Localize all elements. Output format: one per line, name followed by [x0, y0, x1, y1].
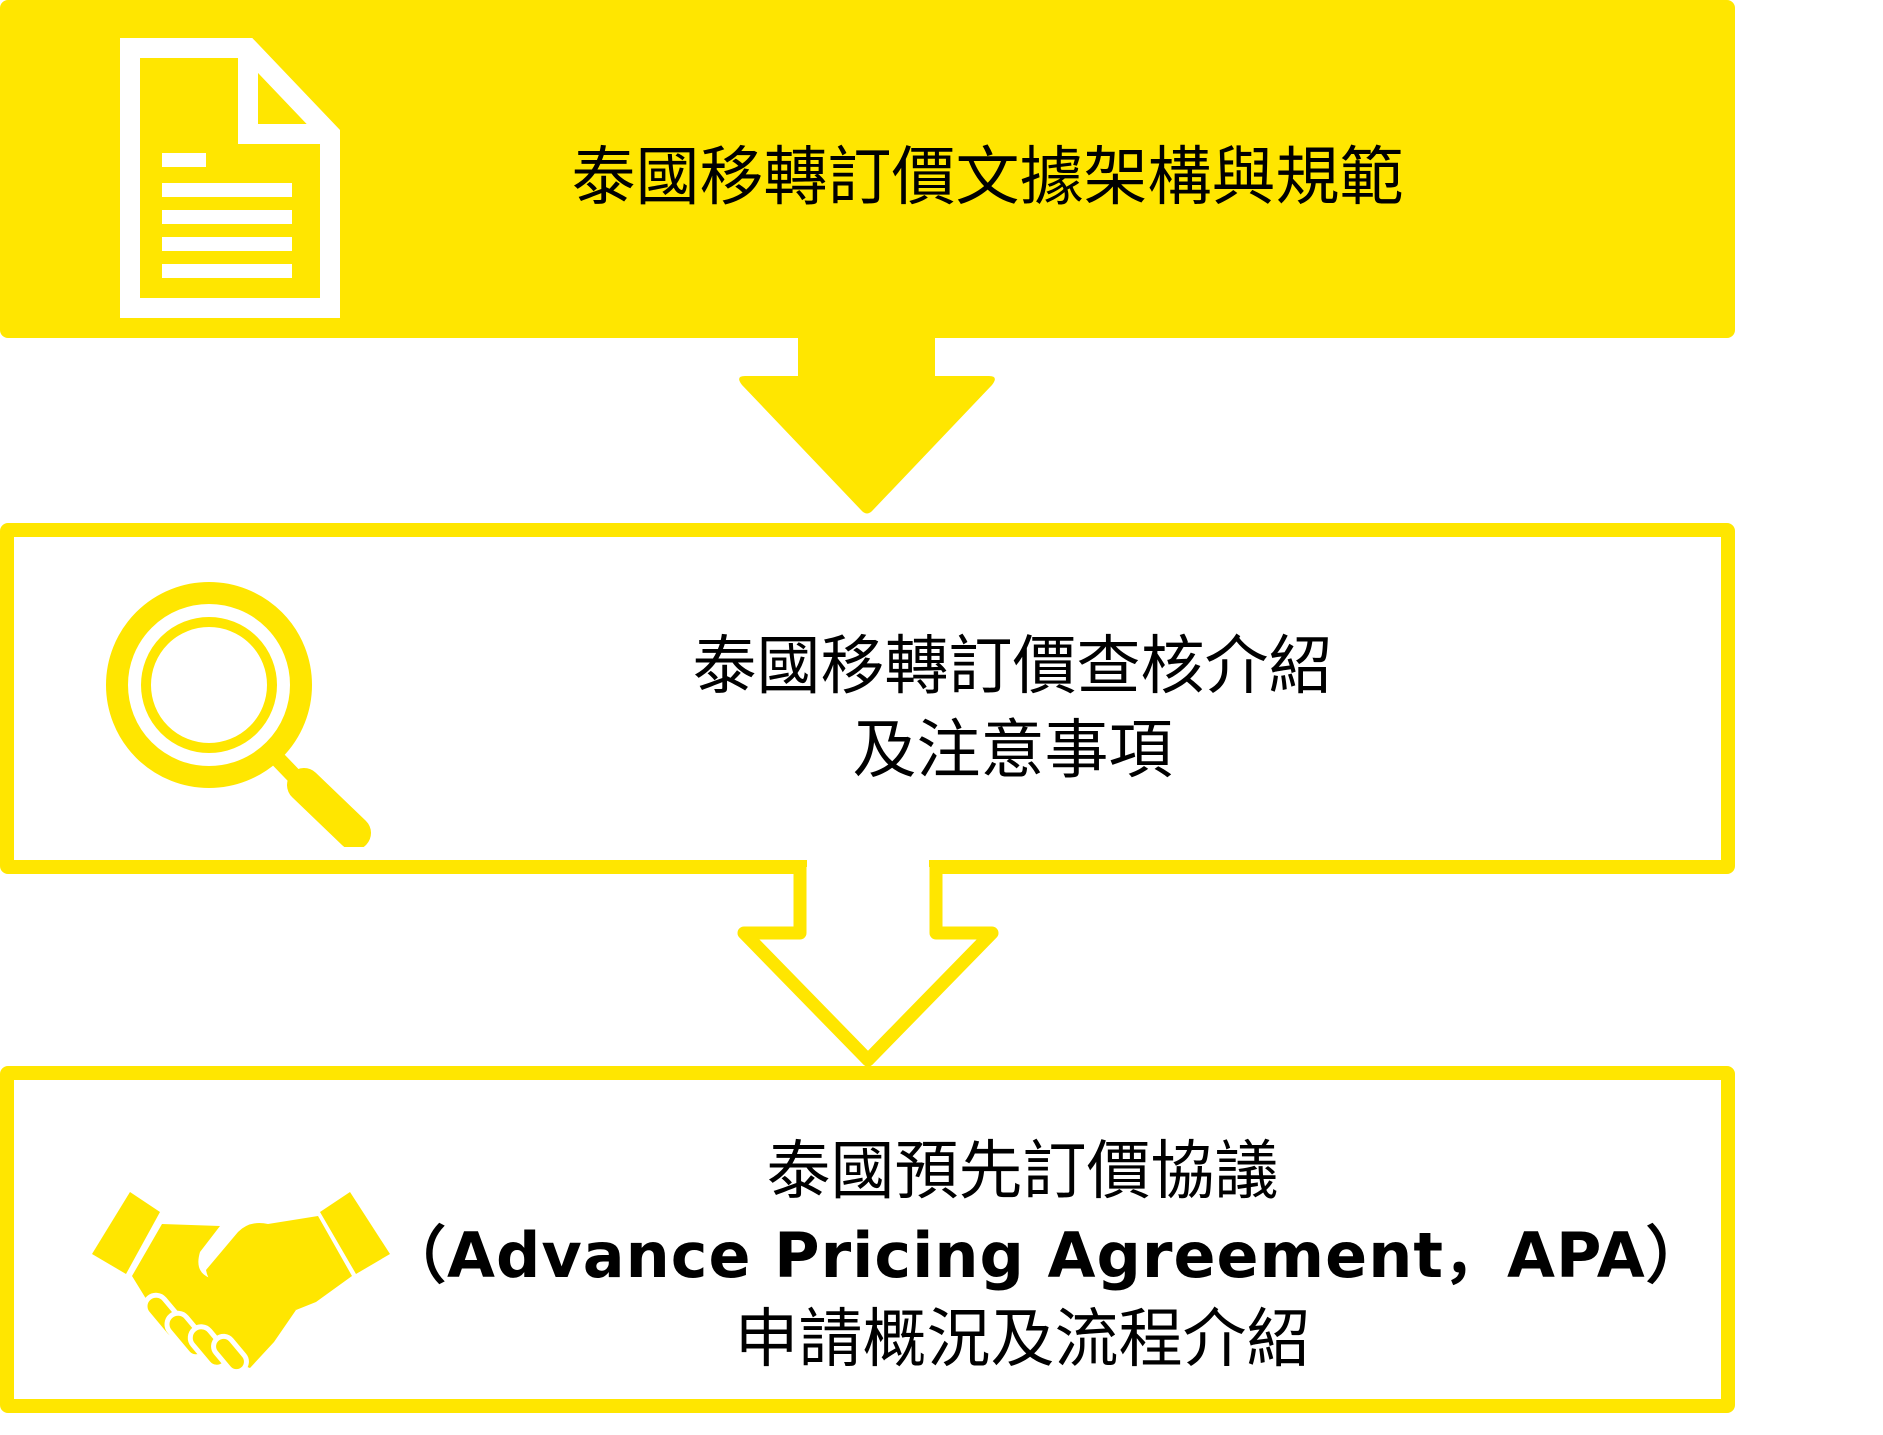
step-3-line-3: 申請概況及流程介紹 [734, 1303, 1311, 1377]
step-2-title: 泰國移轉訂價查核介紹 及注意事項 [354, 625, 1671, 793]
step-1-box: 泰國移轉訂價文據架構與規範 [0, 0, 1735, 338]
handshake-icon [90, 1192, 392, 1374]
step-2-box: 泰國移轉訂價查核介紹 及注意事項 [0, 523, 1735, 874]
step-3-box: 泰國預先訂價協議 （Advance Pricing Agreement，APA）… [0, 1066, 1735, 1413]
step-3-title: 泰國預先訂價協議 （Advance Pricing Agreement，APA）… [384, 1130, 1709, 1382]
step-2-line-2: 及注意事項 [852, 714, 1173, 788]
down-arrow-outline-icon [728, 860, 1008, 1070]
document-icon [120, 38, 340, 318]
step-1-line-1: 泰國移轉訂價文據架構與規範 [571, 141, 1404, 215]
step-1-title: 泰國移轉訂價文據架構與規範 [490, 136, 1485, 220]
step-3-line-1: 泰國預先訂價協議 [766, 1135, 1279, 1209]
step-3-line-2: （Advance Pricing Agreement，APA） [384, 1219, 1709, 1292]
magnifier-icon [92, 567, 382, 847]
step-2-line-1: 泰國移轉訂價查核介紹 [692, 630, 1333, 704]
down-arrow-filled-icon [733, 330, 1001, 520]
